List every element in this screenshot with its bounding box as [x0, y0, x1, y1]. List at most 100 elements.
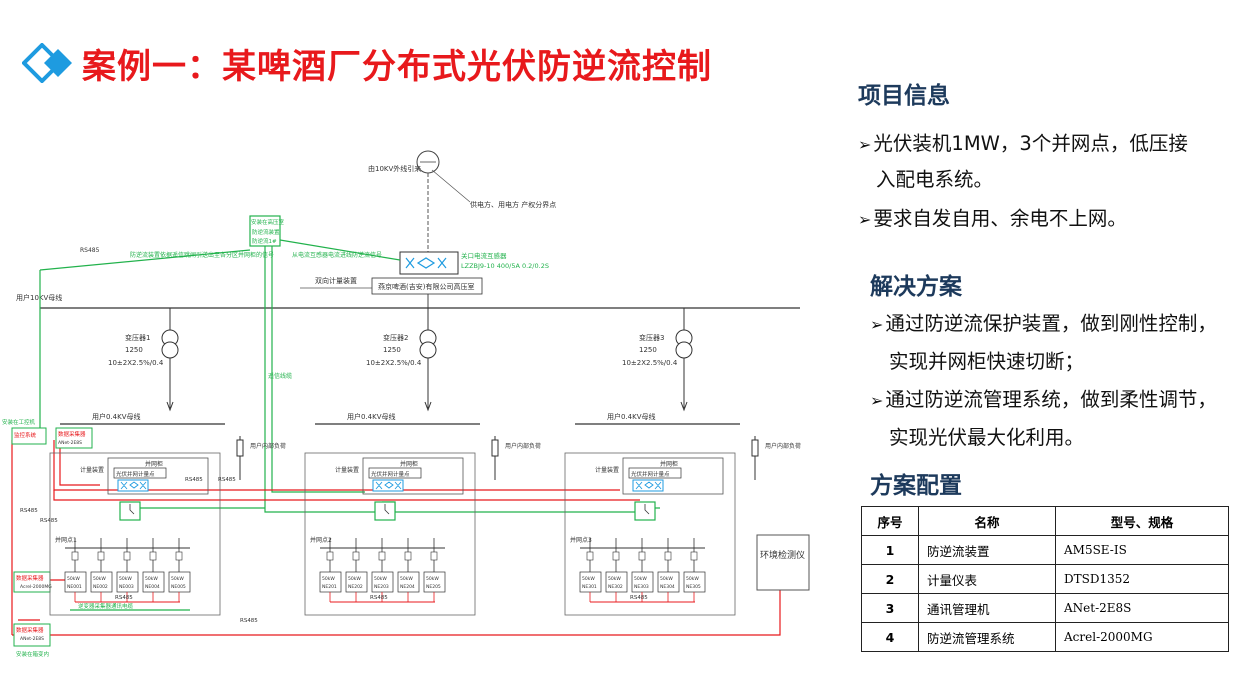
inverter-label: 50kW — [348, 576, 361, 582]
table-row: 3 通讯管理机 ANet-2E8S — [861, 593, 1229, 623]
breaker-symbol-icon — [384, 504, 390, 515]
arrow-icon: ➢ — [870, 391, 884, 410]
inverter-label: 50kW — [686, 576, 699, 582]
double-diamond-icon — [22, 43, 72, 83]
fuse-icon — [71, 551, 79, 561]
config-cell: ANet-2E8S — [1055, 593, 1229, 623]
inverter-box — [423, 571, 446, 593]
inverter-box — [579, 571, 602, 593]
fuse-icon — [612, 551, 620, 561]
bus-04kv-label: 用户0.4KV母线 — [607, 412, 656, 421]
config-cell: 4 — [861, 622, 919, 652]
transformer-ratio: 10±2X2.5%/0.4 — [622, 359, 678, 367]
inverter-box — [116, 571, 139, 593]
switch-box — [628, 467, 682, 479]
diagram-ct-signal: 从电流互感器电流进线防逆流信号 — [292, 251, 382, 259]
switch-label: 光伏并网计量点 — [371, 470, 410, 478]
config-table: 序号 名称 型号、规格 1 防逆流装置 AM5SE-IS 2 计量仪表 DTSD… — [861, 506, 1229, 652]
inverter-box — [683, 571, 706, 593]
diagram-collector-0: 数据采集器 — [58, 430, 86, 438]
project-bullet-text-0: 光伏装机1MW，3个并网点，低压接 — [873, 132, 1188, 155]
inverter-label: 50kW — [93, 576, 106, 582]
inverter-box — [319, 571, 342, 593]
system-diagram: 由10KV外线引来 供电方、用电方 产权分界点 关口电流互感器 LZZBJ9-1… — [2, 150, 810, 658]
inverter-label: NE003 — [119, 584, 134, 590]
fuse-icon — [149, 551, 157, 561]
ct-icon — [372, 479, 404, 492]
bay-box — [49, 452, 221, 616]
inverter-box — [371, 571, 394, 593]
solution-bullet-3: 实现光伏最大化利用。 — [889, 426, 1085, 449]
rs485-label: RS485 — [20, 508, 38, 514]
solution-heading: 解决方案 — [870, 274, 962, 300]
solution-bullet-1: 实现并网柜快速切断； — [889, 350, 1085, 373]
inverter-label: 50kW — [145, 576, 158, 582]
fuse-icon — [430, 551, 438, 561]
diagram-substation: 燕京啤酒(吉安)有限公司高压室 — [378, 282, 474, 291]
transformer-cap: 1250 — [125, 346, 143, 354]
project-bullet-text-2: 要求自发自用、余电不上网。 — [873, 207, 1127, 230]
inverter-box — [631, 571, 654, 593]
rs485-label: RS485 — [40, 518, 58, 524]
config-cell: 防逆流管理系统 — [918, 622, 1056, 652]
breaker-symbol-icon — [644, 504, 650, 515]
fuse-icon — [236, 439, 244, 457]
arrow-icon: ➢ — [858, 135, 872, 154]
project-bullet-1: 入配电系统。 — [876, 168, 994, 191]
transformer-cap: 1250 — [383, 346, 401, 354]
inverter-label: NE002 — [93, 584, 108, 590]
inverter-label: 50kW — [119, 576, 132, 582]
inverter-label: 50kW — [374, 576, 387, 582]
diagram-bidir: 双向计量装置 — [315, 276, 357, 285]
solution-bullet-text-2: 通过防逆流管理系统，做到柔性调节， — [885, 388, 1217, 411]
fuse-icon — [638, 551, 646, 561]
rs485-label: RS485 — [115, 595, 133, 601]
inverter-label: NE205 — [426, 584, 441, 590]
rs485-label: RS485 — [185, 477, 203, 483]
bus-04kv-label: 用户0.4KV母线 — [92, 412, 141, 421]
arrow-icon — [424, 401, 432, 412]
bay-box — [304, 452, 476, 616]
inverter-label: 50kW — [322, 576, 335, 582]
rs485-label: RS485 — [370, 595, 388, 601]
arrow-icon: ➢ — [858, 210, 872, 229]
inverter-box — [90, 571, 113, 593]
switch-box — [113, 467, 167, 479]
fuse-icon — [664, 551, 672, 561]
config-cell: 通讯管理机 — [918, 593, 1056, 623]
diagram-monitor: 监控系统 — [14, 431, 37, 439]
arrow-icon — [166, 401, 174, 412]
diagram-comm-station: 安装在工控机 — [2, 418, 36, 426]
rs485-label: RS485 — [630, 595, 648, 601]
solution-bullet-2: ➢通过防逆流管理系统，做到柔性调节， — [870, 382, 1217, 419]
solution-bullet-0: ➢通过防逆流保护装置，做到刚性控制， — [870, 306, 1217, 343]
arrow-icon — [680, 401, 688, 412]
diagram-source: 由10KV外线引来 — [368, 164, 421, 173]
config-header-1: 名称 — [918, 506, 1056, 536]
config-cell: DTSD1352 — [1055, 564, 1229, 594]
fuse-icon — [352, 551, 360, 561]
diagram-meter-dev: 关口电流互感器 — [461, 251, 507, 260]
transformer-name: 变压器2 — [383, 333, 408, 342]
inverter-label: NE201 — [322, 584, 337, 590]
diagram-collector-1: 数据采集器 — [16, 574, 44, 582]
inverter-box — [142, 571, 165, 593]
config-heading: 方案配置 — [870, 473, 962, 499]
ct-icon — [117, 479, 149, 492]
transformer-cap: 1250 — [639, 346, 657, 354]
inverter-label: 50kW — [582, 576, 595, 582]
diagram-guard-0: 安装在高压室 — [251, 218, 285, 226]
metering-label: 计量装置 — [335, 466, 359, 474]
config-cell: Acrel-2000MG — [1055, 622, 1229, 652]
config-cell: 3 — [861, 593, 919, 623]
load-label: 用户内部负荷 — [505, 442, 541, 450]
rs485-label: RS485 — [240, 618, 258, 624]
project-heading: 项目信息 — [858, 83, 950, 109]
inverter-label: NE005 — [171, 584, 186, 590]
diagram-collector-model-0: ANet-2E8S — [58, 440, 82, 446]
bus-04kv-label: 用户0.4KV母线 — [347, 412, 396, 421]
ct-symbol-icon — [375, 481, 402, 490]
grid-point-label: 并网点2 — [310, 536, 332, 544]
arrow-icon: ➢ — [870, 315, 884, 334]
inverter-label: 50kW — [634, 576, 647, 582]
